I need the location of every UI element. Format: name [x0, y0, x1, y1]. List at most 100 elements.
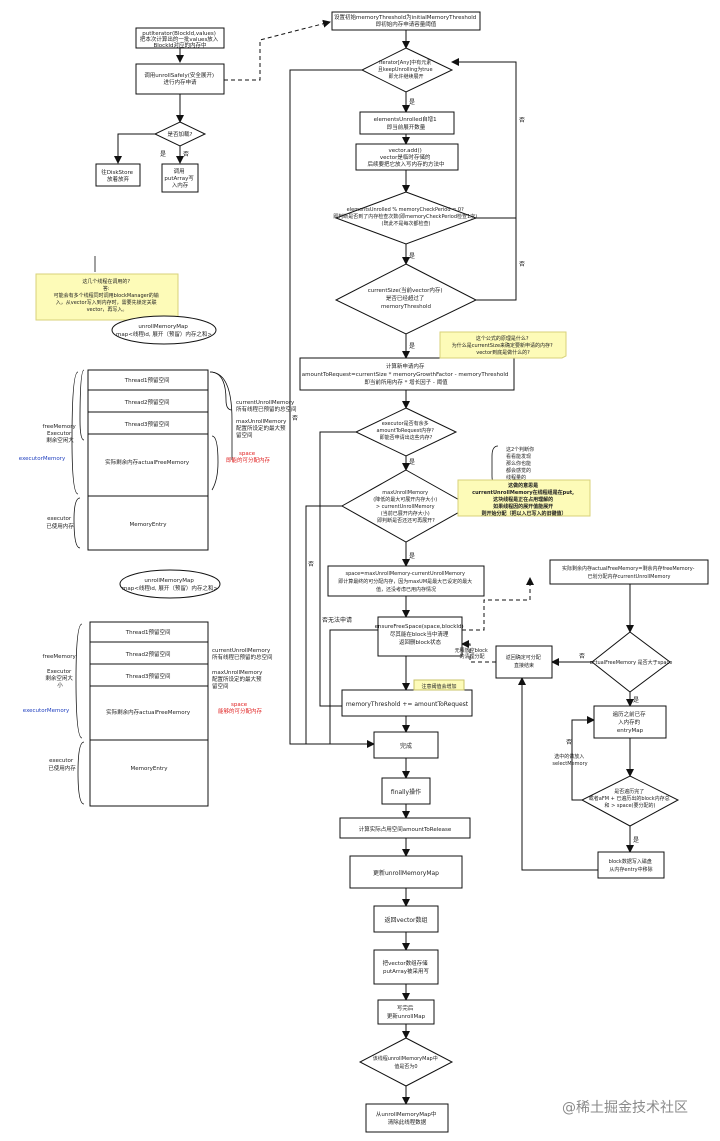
flow-select-memory-label: 选中的做放入 selectMemory: [552, 753, 587, 767]
flow-threshold-add: memoryThreshold += amountToRequest: [341, 689, 473, 717]
flow-update-map: 更新unrollMemoryMap: [349, 855, 463, 889]
svg-text:实际剩余内存actualFreeMemory=剩余内存fre: 实际剩余内存actualFreeMemory=剩余内存freeMemory- 已…: [562, 565, 696, 580]
decision-executor-enough: executor是否有余多 amountToRequest内存? 即能否申请出这…: [354, 407, 458, 457]
flow-amount-request: 计算新申请内存 amountToRequest=currentSize * me…: [299, 357, 515, 391]
edge-label-yes: 是: [409, 343, 415, 350]
svg-text:计算新申请内存 amountToRequest=: 计算新申请内存 amountToRequest=currentSize * me…: [302, 362, 510, 386]
edge-label-no: 否: [519, 117, 525, 124]
edge-label-no: 否: [566, 739, 572, 746]
note-highlight: 这做的意思是 currentUnrollMemory在线程组是在put, 这块线…: [457, 479, 591, 517]
svg-text:elementsUnrolled自增1 即当前展: elementsUnrolled自增1 即当前展开数量: [374, 115, 439, 131]
flow-unroll-safely: 调用unrollSafely(安全展开) 进行内存申请: [135, 63, 225, 95]
edge-label-yes: 是: [409, 459, 415, 466]
svg-text:ensureFreeSpace(space,blockId): ensureFreeSpace(space,blockId) 尽其能在block…: [375, 624, 466, 646]
edge-label-yes: 是: [633, 837, 639, 844]
svg-text:写完后 更新unrollMap: 写完后 更新unrollMap: [387, 1004, 426, 1020]
svg-text:设置初始memoryThreshold为initialMem: 设置初始memoryThreshold为initialMemoryThresho…: [334, 13, 478, 28]
edge-label-no: 否: [579, 653, 585, 660]
flow-free-fail-label: 无释放空block 的清理分配: [455, 647, 488, 660]
svg-text:完成: 完成: [400, 742, 412, 750]
svg-text:block数据写入磁盘 从内存entry中移除: block数据写入磁盘 从内存entry中移除: [609, 858, 654, 873]
flow-actual-free: 实际剩余内存actualFreeMemory=剩余内存freeMemory- 已…: [549, 559, 709, 585]
svg-text:是否加载?: 是否加载?: [168, 130, 193, 138]
svg-text:unrollMemoryMap map<线程id: unrollMemoryMap map<线程id, 展开（预留）内存之和>: [116, 324, 212, 338]
flow-calc-release: 计算实际占用空间amountToRelease: [339, 817, 471, 839]
svg-text:executor 已使用内存: executor 已使用内存: [48, 758, 76, 772]
memory-map-2: unrollMemoryMap map<线程id, 展开（预留）内存之和> Th…: [23, 569, 274, 807]
watermark: @稀土掘金技术社区: [562, 1100, 688, 1116]
flow-return-vector: 返回vector数组: [373, 905, 439, 933]
decision-unroll-ok: 是否加载?: [153, 121, 207, 147]
edge-label-no: 否: [519, 261, 525, 268]
decision-map-zero: 该线程unrollMemoryMap中 值是否为0: [358, 1037, 454, 1087]
svg-text:putIterator(BlockId,values): putIterator(BlockId,values) 把本次计算出的一批val…: [140, 31, 220, 49]
svg-text:Iterator[Any]中有元素 且keepU: Iterator[Any]中有元素 且keepUnrolling为true 即允…: [378, 59, 434, 80]
svg-text:space=maxUnrollMemory-currentU: space=maxUnrollMemory-currentUnrollMemor…: [338, 571, 473, 593]
svg-text:把vector数组存储 putArray被采用写: 把vector数组存储 putArray被采用写: [383, 959, 430, 975]
connector-lines: [114, 19, 634, 1105]
flow-ensure-free-space: ensureFreeSpace(space,blockId) 尽其能在block…: [375, 616, 466, 657]
flow-return-result: 返回确定可分配 直接结束: [495, 645, 553, 679]
svg-text:elementsUnrolled % memoryCheck: elementsUnrolled % memoryCheckPeriod = 0…: [333, 207, 479, 227]
note-top-question: 这几个线程在调用的? 答: 可能会有多个线程同时调用blockManager的输…: [35, 273, 179, 321]
svg-text:currentUnrollMemory 所有线程: currentUnrollMemory 所有线程已预留的总空间 maxUnrol…: [212, 648, 274, 690]
svg-text:更新unrollMemoryMap: 更新unrollMemoryMap: [373, 869, 439, 877]
flow-traverse-entry: 遍历之前已存 入内存的 entryMap: [593, 705, 667, 739]
svg-text:space 能够的可分配内存: space 能够的可分配内存: [218, 702, 263, 715]
edge-label-no: 否: [292, 415, 298, 422]
svg-text:Thread1预留空间 Thread2预留空间: Thread1预留空间 Thread2预留空间 Thread3预留空间 实际剩余…: [105, 376, 191, 528]
edge-label-yes: 是: [409, 253, 415, 260]
decision-max-unroll: maxUnrollMemory (降低的最大可展开内存大小) > current…: [340, 469, 472, 543]
svg-text:往DiskStore 放着放弃: 往DiskStore 放着放弃: [101, 168, 135, 183]
svg-text:freeMemory Executor: freeMemory Executor 剩余空闲大 小: [43, 654, 78, 689]
svg-text:计算实际占用空间amountToRelease: 计算实际占用空间amountToRelease: [359, 825, 452, 833]
edge-label-yes: 是: [409, 99, 415, 106]
svg-text:调用unrollSafely(安全展开) 进行内: 调用unrollSafely(安全展开) 进行内存申请: [144, 71, 216, 86]
edge-label-yes: 是: [160, 151, 166, 158]
svg-text:executor是否有余多 amountToRe: executor是否有余多 amountToRequest内存? 即能否申请出这…: [376, 420, 435, 441]
decision-iterator-has-next: Iterator[Any]中有元素 且keepUnrolling为true 即允…: [360, 47, 454, 93]
edge-labels: 是 是 是 是 是 是 是 是 否 否 否 否 否 否 否 否无法申请: [160, 99, 639, 844]
flow-remove-block: block数据写入磁盘 从内存entry中移除: [597, 851, 665, 879]
flow-write-done: 写完后 更新unrollMap: [377, 999, 435, 1025]
flow-elements-unrolled: elementsUnrolled自增1 即当前展开数量: [359, 111, 455, 135]
svg-text:vector.add() vector是临时存储: vector.add() vector是临时存储的 后续要把它放入写内存的方法中: [367, 148, 444, 168]
svg-text:返回确定可分配 直接结束: 返回确定可分配 直接结束: [506, 654, 543, 669]
svg-text:这个公式的原理是什么? 为什么是currentS: 这个公式的原理是什么? 为什么是currentSize来确定要新申请的内存? v…: [452, 335, 555, 356]
edge-label-no: 否: [183, 151, 189, 158]
svg-text:从unrollMemoryMap中 清除此线程数: 从unrollMemoryMap中 清除此线程数据: [376, 1110, 438, 1126]
svg-text:finally操作: finally操作: [391, 788, 421, 796]
svg-text:调用 putArray写 入内存: 调用 putArray写 入内存: [164, 167, 195, 189]
svg-text:这几个线程在调用的? 答: 可能会有: 这几个线程在调用的? 答: 可能会有多个线程同时调用blockManager的输…: [54, 278, 161, 313]
decision-actual-gt-space: actualFreeMemory 是否大于space: [590, 631, 673, 693]
svg-text:actualFreeMemory 是否大于space: actualFreeMemory 是否大于space: [590, 659, 673, 666]
svg-text:executor 已使用内存: executor 已使用内存: [46, 516, 74, 530]
svg-text:memoryThreshold += amountToReq: memoryThreshold += amountToRequest: [346, 701, 469, 708]
edge-label-yes: 是: [409, 553, 415, 560]
flow-call-put-array: 调用 putArray写 入内存: [161, 163, 199, 193]
svg-text:space 即能的可分配内存: space 即能的可分配内存: [226, 451, 271, 464]
note-threshold: 注意阈值会增加: [413, 679, 465, 691]
edge-label-cannot-apply: 否无法申请: [322, 616, 352, 624]
flow-vector-add: vector.add() vector是临时存储的 后续要把它放入写内存的方法中: [355, 143, 459, 171]
flow-put-iterator: putIterator(BlockId,values) 把本次计算出的一批val…: [135, 27, 225, 49]
svg-text:遍历之前已存 入内存的 entryM: 遍历之前已存 入内存的 entryMap: [613, 710, 648, 734]
flow-space-calc: space=maxUnrollMemory-currentUnrollMemor…: [327, 565, 485, 597]
flow-put-array: 把vector数组存储 putArray被采用写: [373, 949, 439, 985]
svg-text:这做的意思是 currentUnrollMemo: 这做的意思是 currentUnrollMemory在线程组是在put, 这块线…: [472, 482, 576, 517]
svg-text:currentUnrollMemory 所有线程: currentUnrollMemory 所有线程已预留的总空间 maxUnrol…: [236, 400, 298, 439]
svg-text:unrollMemoryMap map<线程id: unrollMemoryMap map<线程id, 展开（预留）内存之和>: [122, 578, 218, 592]
svg-text:返回vector数组: 返回vector数组: [384, 916, 427, 924]
flow-done: 完成: [373, 731, 439, 759]
decision-check-period: elementsUnrolled % memoryCheckPeriod = 0…: [333, 191, 479, 245]
flow-set-threshold: 设置初始memoryThreshold为initialMemoryThresho…: [331, 11, 481, 31]
flow-finally: finally操作: [381, 777, 431, 805]
svg-text:选中的做放入 selectMemory: 选中的做放入 selectMemory: [552, 753, 587, 767]
decision-check-space: 是否遍历完了 或者aFM + 已遍历出的block内存总 和 > space(要…: [580, 775, 680, 827]
svg-text:该线程unrollMemoryMap中 值是否为: 该线程unrollMemoryMap中 值是否为0: [373, 1055, 440, 1070]
svg-text:是否遍历完了 或者aFM + 已遍历出的bloc: 是否遍历完了 或者aFM + 已遍历出的block内存总 和 > space(要…: [589, 788, 671, 809]
svg-text:currentSize(当前vector内存): currentSize(当前vector内存) 是否已经超过了 memoryTh…: [368, 286, 445, 310]
svg-text:这2个判断你 看看能发现 那么你也能: 这2个判断你 看看能发现 那么你也能 都会感觉的 线程量的: [506, 446, 536, 481]
svg-text:freeMemory Executor: freeMemory Executor 剩余空闲大: [43, 424, 78, 444]
